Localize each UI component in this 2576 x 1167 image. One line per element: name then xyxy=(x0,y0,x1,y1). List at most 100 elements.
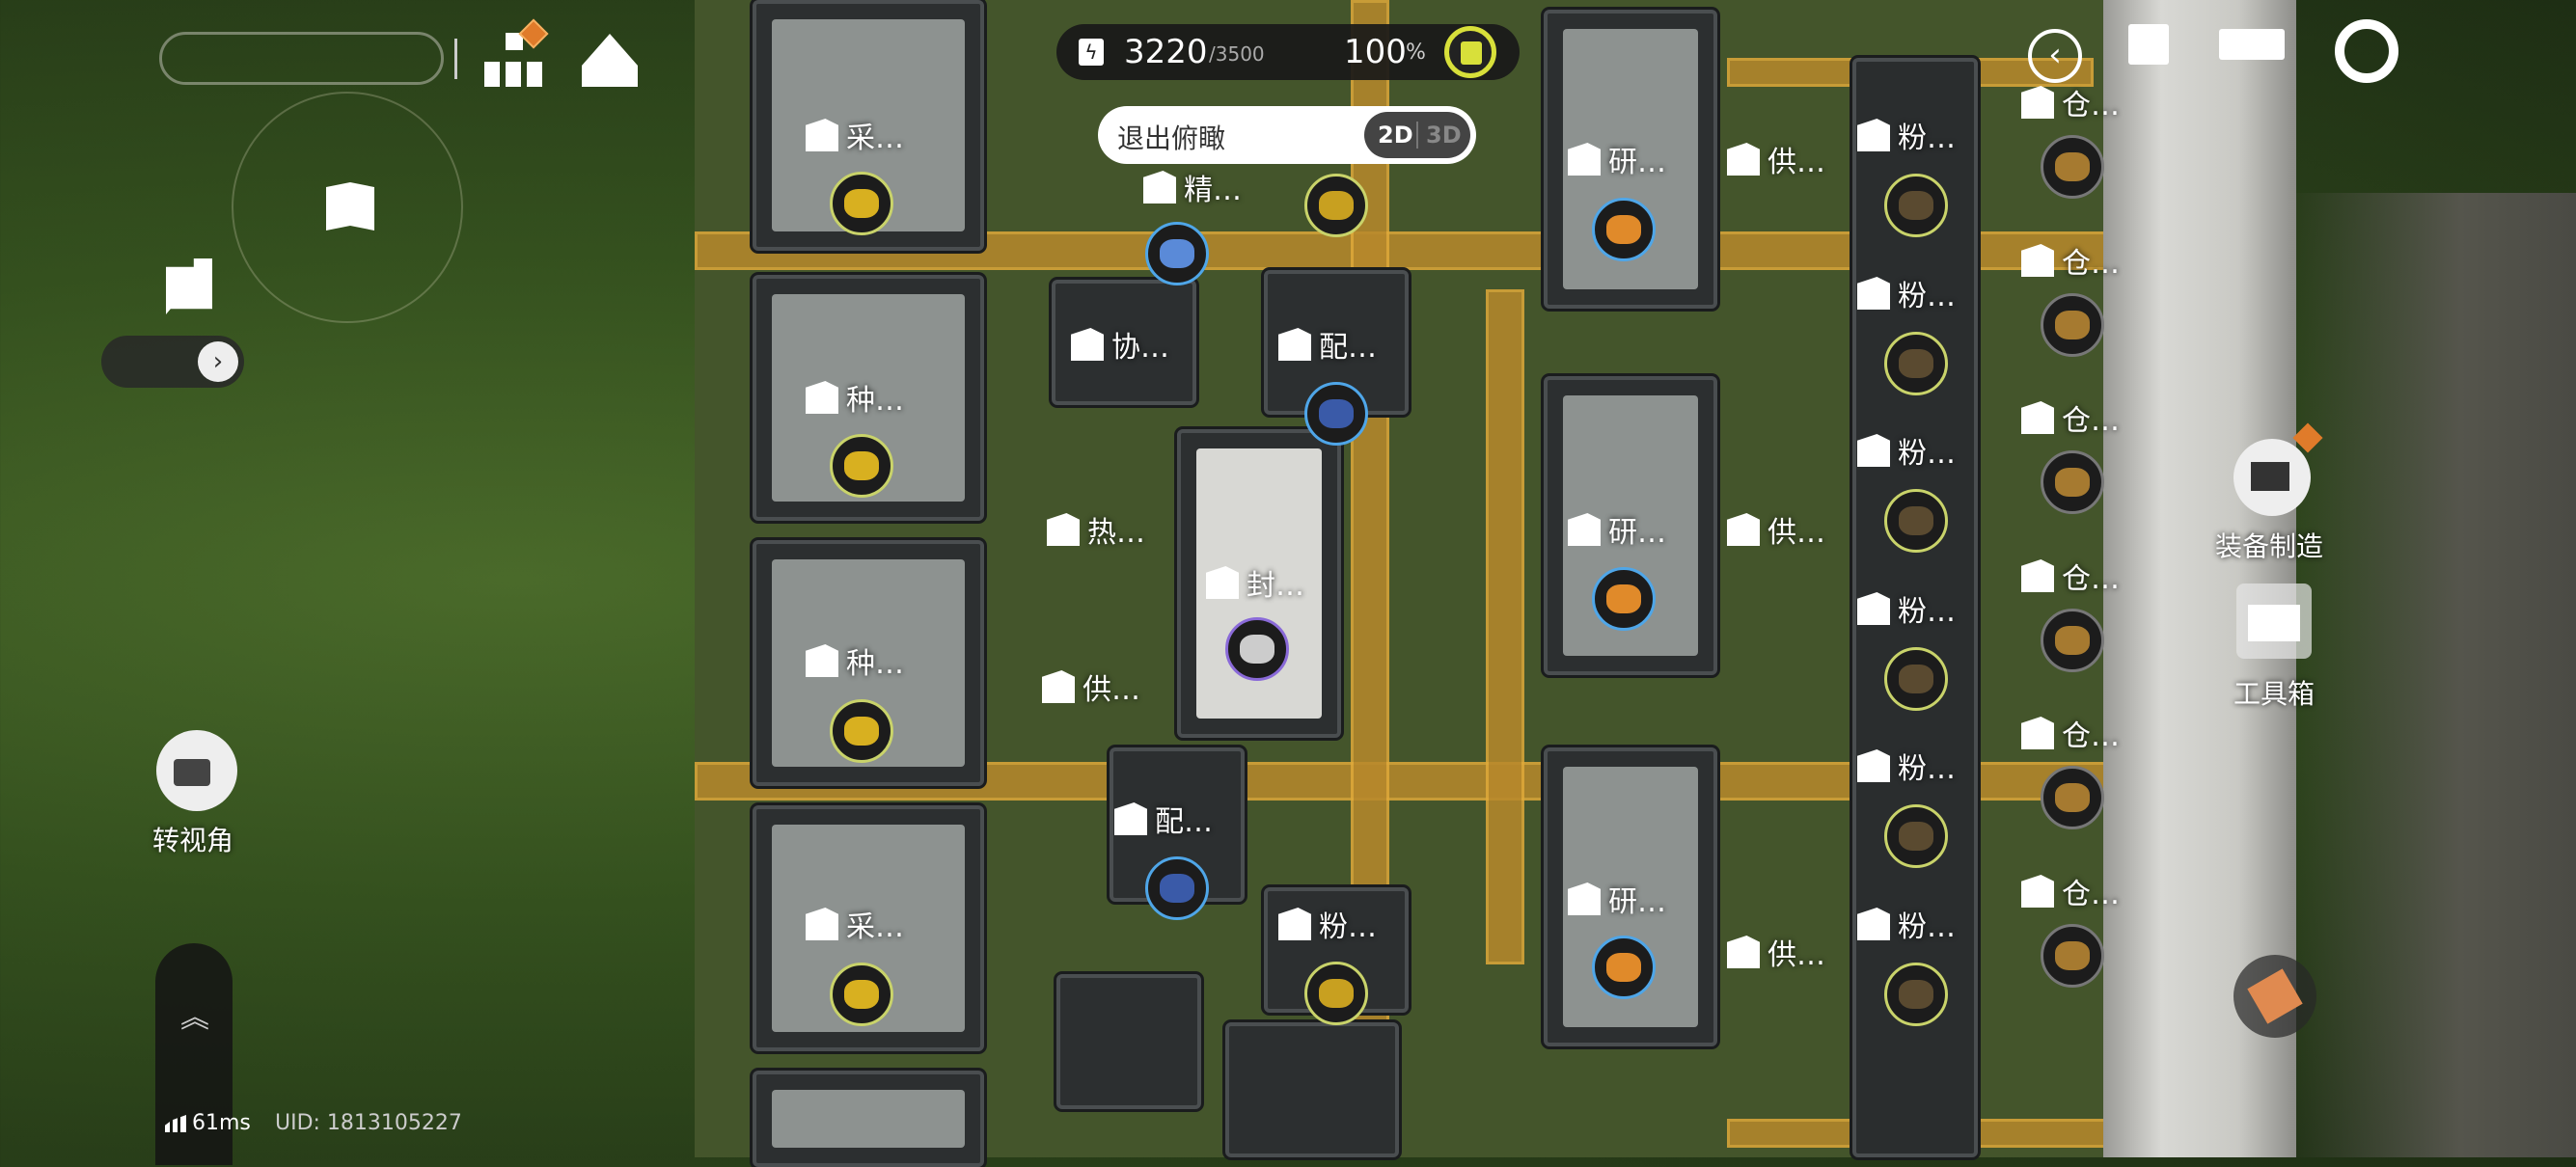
inventory-icon[interactable] xyxy=(2219,29,2285,60)
storage-label[interactable]: 仓… xyxy=(2021,555,2120,597)
power-percent: 100 xyxy=(1344,33,1407,71)
building-label[interactable]: 粉… xyxy=(1857,429,1956,472)
building-label: 供… xyxy=(1727,931,1825,973)
label-text: 供… xyxy=(1082,673,1140,707)
label-text: 热… xyxy=(1087,516,1145,550)
blueprint-icon xyxy=(2247,968,2303,1024)
mission-board-icon[interactable] xyxy=(2128,24,2169,65)
building-label: 研… xyxy=(1568,508,1666,551)
building[interactable] xyxy=(1056,974,1201,1109)
item-plant-icon xyxy=(830,172,893,235)
storage-label[interactable]: 仓… xyxy=(2021,396,2120,439)
storage-label[interactable]: 仓… xyxy=(2021,870,2120,912)
thermal-icon xyxy=(1047,513,1080,546)
label-text: 采… xyxy=(846,910,904,944)
building-label: 配… xyxy=(1114,798,1213,840)
building-label: 种… xyxy=(806,639,904,682)
label-text: 粉… xyxy=(1898,280,1956,313)
label-text: 粉… xyxy=(1898,752,1956,786)
storage-label[interactable]: 仓… xyxy=(2021,712,2120,754)
item-ore-icon xyxy=(1884,489,1948,553)
building[interactable] xyxy=(1225,1022,1399,1157)
building-label[interactable]: 粉… xyxy=(1857,114,1956,156)
blueprint-button[interactable] xyxy=(2233,955,2316,1038)
label-text: 粉… xyxy=(1898,910,1956,944)
blueprint-tree-icon[interactable] xyxy=(484,18,549,87)
building-label: 供… xyxy=(1727,138,1825,180)
harvester-icon xyxy=(806,119,838,151)
item-ore-icon xyxy=(1884,963,1948,1026)
notification-badge xyxy=(518,18,549,49)
equipment-craft-label: 装备制造 xyxy=(2215,530,2324,562)
label-text: 仓… xyxy=(2062,404,2120,438)
building-label[interactable]: 粉… xyxy=(1857,587,1956,630)
expand-bottom-panel[interactable]: ︽ xyxy=(155,943,233,1165)
equipment-craft-button[interactable] xyxy=(2233,422,2323,516)
item-cube-icon xyxy=(1592,567,1656,631)
grinder-icon xyxy=(1857,277,1890,310)
storage-label[interactable]: 仓… xyxy=(2021,239,2120,282)
divider xyxy=(1416,122,1418,149)
label-text: 仓… xyxy=(2062,878,2120,911)
label-text: 研… xyxy=(1608,146,1666,179)
settings-gear-icon[interactable] xyxy=(2335,19,2398,83)
supply-tower-icon xyxy=(1042,670,1075,703)
label-text: 采… xyxy=(846,122,904,155)
building-packager[interactable] xyxy=(1177,429,1341,738)
tech-tree-icon[interactable] xyxy=(582,34,638,87)
storage-icon xyxy=(2021,717,2054,749)
label-text: 仓… xyxy=(2062,247,2120,281)
label-text: 研… xyxy=(1608,885,1666,919)
mode-3d[interactable]: 3D xyxy=(1426,122,1462,149)
grinder-icon xyxy=(1278,908,1311,940)
storage-icon xyxy=(2021,559,2054,592)
item-crystal-icon xyxy=(1145,222,1209,285)
toolbox-icon xyxy=(2248,605,2300,641)
label-text: 精… xyxy=(1184,174,1242,207)
planter-icon xyxy=(806,644,838,677)
power-generator-button[interactable] xyxy=(1444,26,1496,78)
building-label: 供… xyxy=(1042,665,1140,708)
building-label[interactable]: 粉… xyxy=(1857,272,1956,314)
grinder-icon xyxy=(1857,908,1890,940)
building-label: 采… xyxy=(806,114,904,156)
building-planter[interactable] xyxy=(753,540,984,786)
item-ore-icon xyxy=(1884,174,1948,237)
building-label: 研… xyxy=(1568,138,1666,180)
label-text: 封… xyxy=(1247,569,1304,603)
toolbox-button[interactable] xyxy=(2236,584,2312,659)
item-battery-icon xyxy=(1304,382,1368,446)
rotate-camera-icon xyxy=(174,759,210,786)
storage-icon xyxy=(2021,86,2054,119)
building-harvester[interactable] xyxy=(753,805,984,1051)
expand-panel-button[interactable]: › xyxy=(101,336,244,388)
fitting-icon xyxy=(1114,802,1147,835)
message-alert-icon[interactable] xyxy=(166,258,212,314)
view-mode-toggle[interactable]: 2D 3D xyxy=(1364,112,1470,158)
building-label: 种… xyxy=(806,376,904,419)
item-ore-icon xyxy=(2041,450,2104,514)
label-text: 粉… xyxy=(1898,437,1956,471)
minimap-button[interactable] xyxy=(232,92,463,323)
building[interactable] xyxy=(753,1071,984,1167)
refinery-icon xyxy=(1143,171,1176,204)
mode-2d[interactable]: 2D xyxy=(1378,122,1413,149)
building-label[interactable]: 粉… xyxy=(1857,903,1956,945)
quest-tracker-bar[interactable] xyxy=(159,32,444,85)
storage-icon xyxy=(2021,244,2054,277)
item-plant-icon xyxy=(830,963,893,1026)
rotate-view-button[interactable] xyxy=(156,730,237,811)
building-label: 封… xyxy=(1206,561,1304,604)
building-label[interactable]: 粉… xyxy=(1857,745,1956,787)
item-ore-icon xyxy=(1304,174,1368,237)
rotate-view-label: 转视角 xyxy=(152,825,234,856)
item-ore-icon xyxy=(2041,135,2104,199)
item-cube-icon xyxy=(1592,936,1656,999)
back-button[interactable]: ‹ xyxy=(2028,29,2082,83)
research-icon xyxy=(1568,882,1601,915)
exit-overview-button[interactable]: 退出俯瞰 2D 3D xyxy=(1098,106,1476,164)
item-cube-icon xyxy=(1592,198,1656,261)
supply-tower-icon xyxy=(1727,513,1760,546)
storage-label[interactable]: 仓… xyxy=(2021,81,2120,123)
power-max: /3500 xyxy=(1209,42,1265,66)
